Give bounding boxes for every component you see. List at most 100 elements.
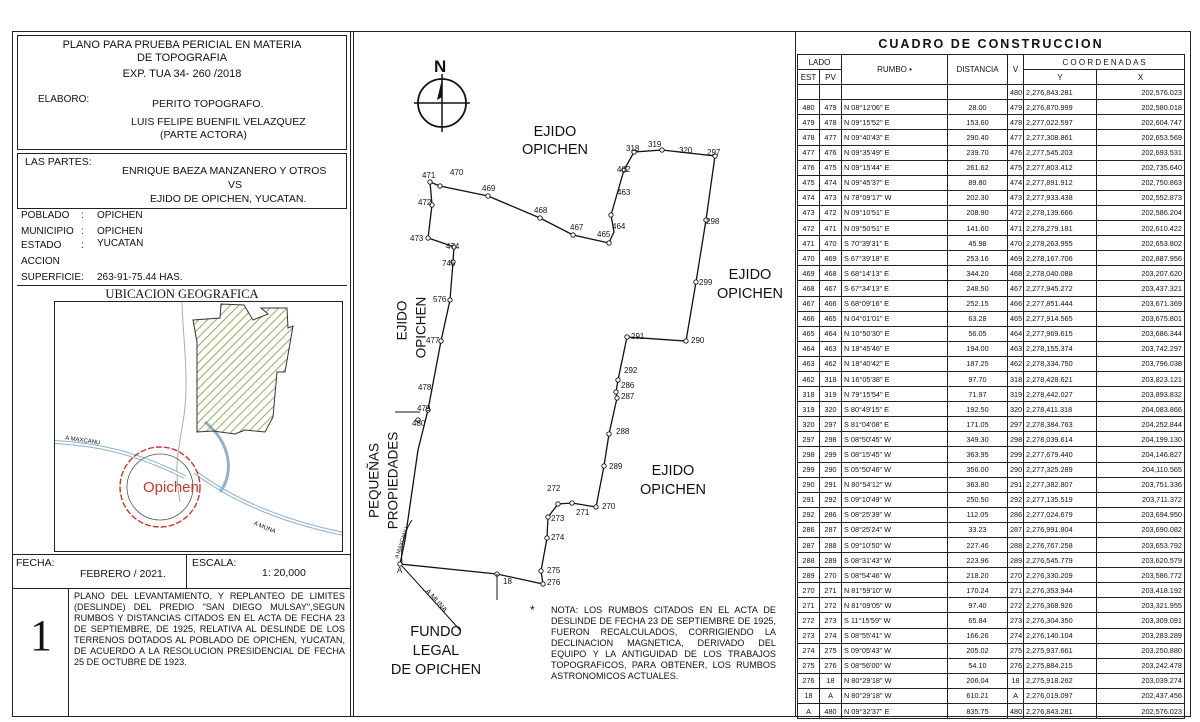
municipio-colon: :	[81, 226, 84, 237]
escala-label: ESCALA:	[192, 557, 237, 569]
cell-distancia: 261.62	[947, 159, 1008, 176]
cell-distancia: 166.26	[947, 627, 1008, 644]
vertex-label: 576	[433, 295, 447, 304]
cell-x: 203,751.336	[1096, 476, 1185, 493]
cell-x: 203,653.792	[1096, 536, 1185, 554]
cell-pv: 287	[819, 521, 842, 539]
cell-y: 2,278,442.027	[1023, 386, 1097, 403]
cell-est: 464	[797, 340, 820, 357]
cell-est: 298	[797, 446, 820, 463]
location-map: Opichen A MAXCANU A MUNA	[54, 301, 343, 552]
cell-distancia: 192.50	[947, 401, 1008, 418]
cell-v: 479	[1007, 99, 1024, 116]
cell-rumbo: N 81°09'05" W	[841, 597, 948, 614]
cell-v: 273	[1007, 612, 1024, 629]
ejido-top-label-2: OPICHEN	[521, 142, 589, 158]
vertex-label: 318	[626, 144, 640, 153]
vertex-label: 272	[547, 484, 561, 493]
cell-y: 2,277,969.615	[1023, 325, 1097, 342]
cell-distancia: 248.50	[947, 280, 1008, 297]
cell-pv: 273	[819, 612, 842, 629]
cell-x: 203,039.274	[1096, 672, 1185, 689]
cell-v: 464	[1007, 325, 1024, 342]
escala-value: 1: 20,000	[262, 567, 306, 579]
cell-pv: 474	[819, 174, 842, 191]
vertex-label: 473	[410, 234, 424, 243]
cell-est: 468	[797, 280, 820, 297]
cell-y: 2,277,545.203	[1023, 144, 1097, 161]
vertex-label: 286	[621, 381, 635, 390]
cell-est: 466	[797, 310, 820, 327]
cell-v: 467	[1007, 280, 1024, 297]
cell-distancia: 63.28	[947, 310, 1008, 327]
poblado-label: POBLADO	[21, 210, 70, 221]
cell-distancia: 356.00	[947, 461, 1008, 478]
cell-x: 202,693.531	[1096, 144, 1185, 161]
cell-rumbo: S 08°54'46" W	[841, 567, 948, 584]
cell-pv: 475	[819, 159, 842, 176]
vertex-label: 469	[482, 184, 496, 193]
header-lado: LADO	[797, 53, 842, 71]
cell-rumbo: N 16°05'38" E	[841, 370, 948, 388]
cell-y: 2,276,991.804	[1023, 521, 1097, 539]
divider-plan-left	[350, 31, 351, 717]
cell-pv: 466	[819, 295, 842, 312]
cell-x: 203,711.372	[1096, 491, 1185, 508]
cell-distancia: 835.75	[947, 703, 1008, 720]
cell-x: 202,653.802	[1096, 235, 1185, 252]
vertex-label: 470	[450, 168, 464, 177]
cell-pv: 470	[819, 235, 842, 252]
title-line-3: EXP. TUA 34- 260 /2018	[122, 68, 242, 80]
cell-v: 286	[1007, 506, 1024, 523]
header-coordenadas: C O O R D E N A D A S	[1023, 53, 1185, 71]
cell-v: 468	[1007, 265, 1024, 282]
parties-label: LAS PARTES:	[25, 156, 92, 168]
vertex-label: 472	[418, 198, 432, 207]
municipio-value: OPICHEN	[97, 226, 143, 237]
cell-v: 276	[1007, 657, 1024, 674]
cell-distancia: 97.40	[947, 597, 1008, 614]
cell-y: 2,278,155.374	[1023, 340, 1097, 357]
cell-rumbo: S 11°15'59" W	[841, 612, 948, 629]
cell-distancia: 610.21	[947, 687, 1008, 705]
cell-distancia: 252.15	[947, 295, 1008, 312]
cell-rumbo: S 68°14'13" E	[841, 265, 948, 282]
cell-pv: 318	[819, 370, 842, 388]
cell-pv: 286	[819, 506, 842, 523]
cell-x: 202,750.863	[1096, 174, 1185, 191]
cell-distancia: 239.70	[947, 144, 1008, 161]
cell-y: 2,277,325.289	[1023, 461, 1097, 478]
superficie-label: SUPERFICIE	[21, 272, 82, 283]
cell-rumbo: S 09°05'43" W	[841, 642, 948, 659]
vertex-label: 292	[624, 366, 638, 375]
parties-line-1: ENRIQUE BAEZA MANZANERO Y OTROS	[122, 165, 327, 177]
cell-est: 474	[797, 189, 820, 206]
cell-pv: 476	[819, 144, 842, 161]
cell-pv: 464	[819, 325, 842, 342]
cell-est: 476	[797, 159, 820, 176]
cell-v: 475	[1007, 159, 1024, 176]
cell-est: 319	[797, 401, 820, 418]
cell-pv: 292	[819, 491, 842, 508]
cell-pv: 473	[819, 189, 842, 206]
cell-x: 203,823.121	[1096, 370, 1185, 388]
cell-rumbo: S 68°09'16" E	[841, 295, 948, 312]
construction-table: CUADRO DE CONSTRUCCION LADO RUMBO • DIST…	[797, 34, 1185, 720]
pequenas-label-1: PEQUEÑAS	[366, 442, 382, 519]
cell-x: 204,110.565	[1096, 461, 1185, 478]
cell-distancia: 208.90	[947, 204, 1008, 222]
superficie-value: 263-91-75.44 HAS.	[97, 272, 183, 283]
cell-est: 470	[797, 250, 820, 267]
cell-v: 477	[1007, 129, 1024, 146]
cell-rumbo: N 18°45'46" E	[841, 340, 948, 357]
cell-pv: 467	[819, 280, 842, 297]
vertex-label: 465	[597, 230, 611, 239]
cell-x: 203,671.369	[1096, 295, 1185, 312]
cell-empty	[819, 84, 842, 101]
cell-est: 479	[797, 114, 820, 131]
cell-pv: 463	[819, 340, 842, 357]
cell-v: 275	[1007, 642, 1024, 659]
